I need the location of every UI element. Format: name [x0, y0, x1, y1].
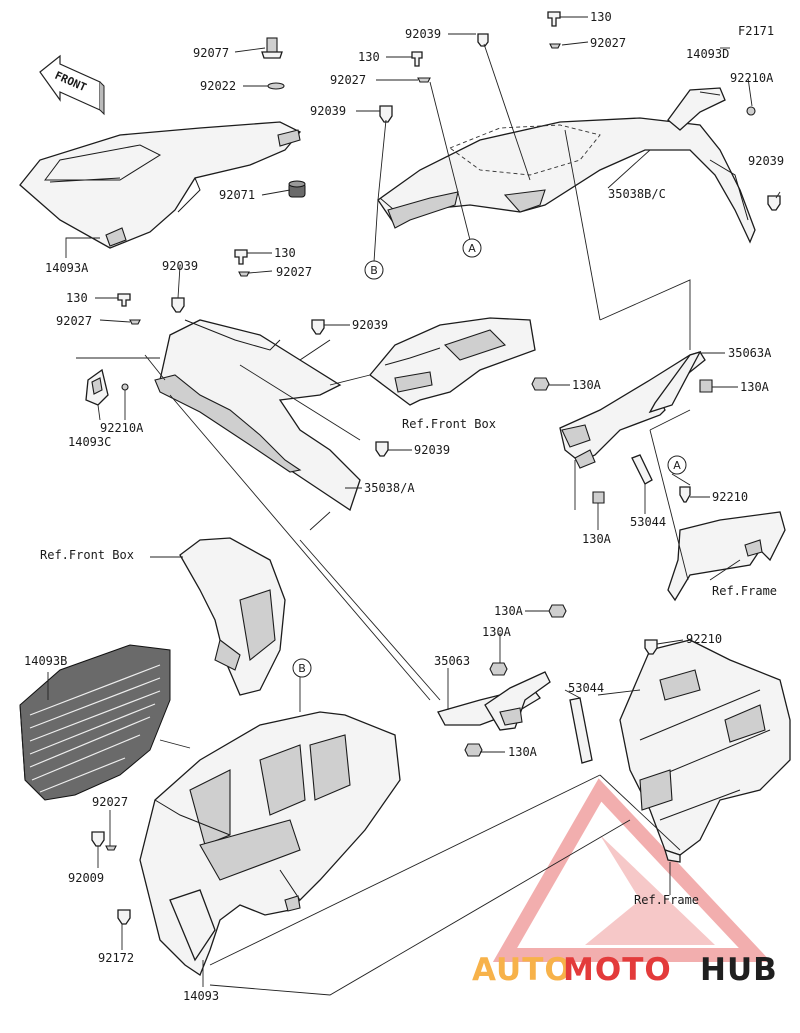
- label-92039-right: 92039: [748, 154, 784, 168]
- part-labels: F2171 92077 92022 92071 14093A 130 92039…: [24, 10, 784, 1003]
- washer-92022: [267, 82, 285, 90]
- watermark-logo: [492, 778, 772, 962]
- label-ref-frame-2: Ref.Frame: [634, 893, 699, 907]
- label-92172: 92172: [98, 951, 134, 965]
- label-92071: 92071: [219, 188, 255, 202]
- label-14093b: 14093B: [24, 654, 67, 668]
- label-92210-2: 92210: [686, 632, 722, 646]
- label-53044-2: 53044: [568, 681, 604, 695]
- svg-text:A: A: [673, 459, 681, 472]
- label-35038a: 35038/A: [364, 481, 415, 495]
- label-130a-4: 130A: [494, 604, 524, 618]
- label-92027-bottomleft: 92027: [92, 795, 128, 809]
- watermark-hub: HUB: [700, 952, 778, 988]
- bracket-35063: [437, 604, 593, 764]
- label-92077: 92077: [193, 46, 229, 60]
- front-arrow-icon: FRONT: [39, 54, 105, 116]
- svg-text:B: B: [370, 264, 378, 277]
- lower-cover-14093: [139, 711, 401, 976]
- frame-piece-upper: [667, 486, 786, 602]
- panel-14093a: [19, 121, 302, 249]
- label-92210a-left: 92210A: [100, 421, 144, 435]
- watermark-text: AUTO MOTO HUB: [472, 952, 778, 988]
- label-92039-center: 92039: [352, 318, 388, 332]
- front-box-lower: [179, 537, 286, 696]
- label-35063: 35063: [434, 654, 470, 668]
- label-92009: 92009: [68, 871, 104, 885]
- fender-35038bc: [377, 87, 756, 244]
- radiator-guard-14093b: [19, 644, 171, 801]
- fastener-group-center: [117, 249, 389, 457]
- clip-14093c: [85, 368, 129, 406]
- label-35063a: 35063A: [728, 346, 772, 360]
- label-53044-1: 53044: [630, 515, 666, 529]
- label-ref-front-box-2: Ref.Front Box: [40, 548, 134, 562]
- svg-text:B: B: [298, 662, 306, 675]
- label-92039-mid: 92039: [162, 259, 198, 273]
- panel-35038a: [154, 319, 361, 512]
- callout-b-top: B: [364, 260, 384, 280]
- front-box-upper: [369, 317, 536, 406]
- label-92210a-topright: 92210A: [730, 71, 774, 85]
- figure-code: F2171: [738, 24, 774, 38]
- label-92022: 92022: [200, 79, 236, 93]
- bolt-set-130a: [531, 377, 713, 504]
- label-ref-frame-1: Ref.Frame: [712, 584, 777, 598]
- label-92027-mid: 92027: [276, 265, 312, 279]
- label-92027-top: 92027: [590, 36, 626, 50]
- label-14093a: 14093A: [45, 261, 89, 275]
- label-130-top: 130: [590, 10, 612, 24]
- label-130a-5: 130A: [482, 625, 512, 639]
- label-130a-2: 130A: [740, 380, 770, 394]
- watermark-auto: AUTO: [472, 952, 572, 988]
- label-92039-top: 92039: [405, 27, 441, 41]
- label-130a-1: 130A: [572, 378, 602, 392]
- label-92210-1: 92210: [712, 490, 748, 504]
- label-130-left: 130: [66, 291, 88, 305]
- label-ref-front-box-1: Ref.Front Box: [402, 417, 496, 431]
- frame-lower: [619, 639, 791, 863]
- label-35038bc: 35038B/C: [608, 187, 666, 201]
- label-14093c: 14093C: [68, 435, 111, 449]
- label-130-mid: 130: [274, 246, 296, 260]
- callout-b-lower: B: [292, 658, 312, 678]
- label-92027-left: 92027: [56, 314, 92, 328]
- label-92039-topleft: 92039: [310, 104, 346, 118]
- label-14093d: 14093D: [686, 47, 729, 61]
- fastener-92077: [261, 37, 283, 59]
- label-92027-topleft: 92027: [330, 73, 366, 87]
- label-130-topleft: 130: [358, 50, 380, 64]
- callout-a-right: A: [667, 455, 687, 475]
- watermark-moto: MOTO: [563, 952, 672, 988]
- callout-a-top: A: [462, 238, 482, 258]
- leader-lines: [47, 16, 781, 996]
- fastener-group-lower: [91, 831, 131, 925]
- label-130a-6: 130A: [508, 745, 538, 759]
- svg-text:A: A: [468, 242, 476, 255]
- label-92039-low: 92039: [414, 443, 450, 457]
- label-14093: 14093: [183, 989, 219, 1003]
- grommet-92071: [288, 180, 306, 198]
- fastener-group-top: [379, 11, 781, 211]
- label-130a-3: 130A: [582, 532, 612, 546]
- bracket-35063a: [559, 350, 706, 485]
